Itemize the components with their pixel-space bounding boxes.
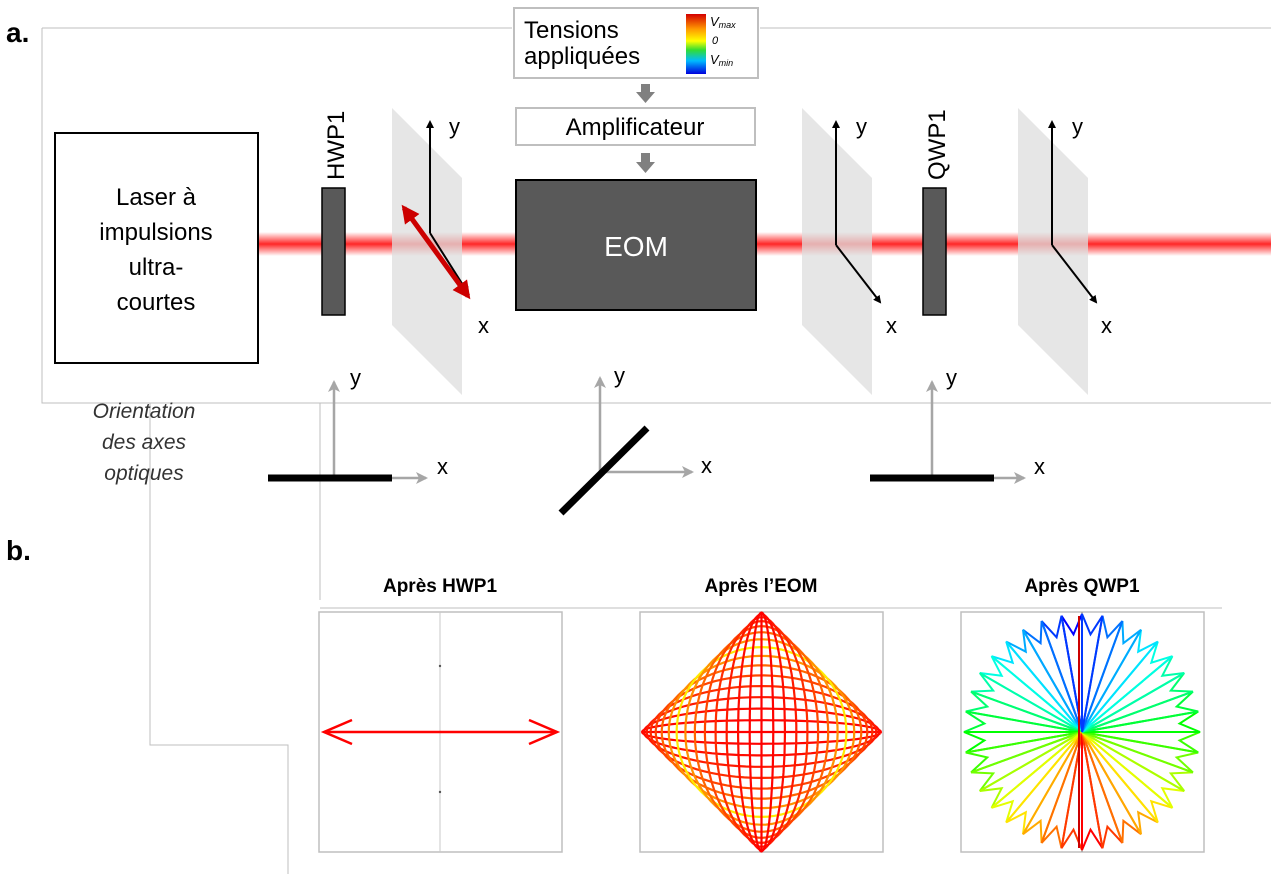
laser-label-line3: ultra- (129, 254, 184, 281)
eom-label: EOM (604, 231, 668, 262)
orientation-line1: Orientation (93, 400, 196, 423)
laser-label-line2: impulsions (99, 219, 212, 246)
plane1-axis-y: y (449, 114, 460, 139)
panel-frame-lines (41, 27, 1271, 874)
eom-optical-axis: y x (558, 363, 712, 516)
polarisation-ellipse (684, 638, 839, 826)
amplifier-label: Amplificateur (566, 114, 705, 141)
eom-axis-y: y (614, 363, 625, 388)
qwp1-optical-axis: y x (870, 365, 1045, 484)
hwp-axis-x: x (437, 454, 448, 479)
hwp1-label: HWP1 (323, 111, 350, 180)
polarisation-ellipse (645, 696, 878, 768)
laser-label-line1: Laser à (116, 184, 197, 211)
polarisation-plane-2: y x (802, 108, 897, 395)
orientation-line3: optiques (104, 462, 184, 485)
voltages-label-line2: appliquées (524, 43, 640, 70)
polarisation-ellipse (675, 645, 848, 819)
laser-label-line4: courtes (117, 289, 196, 316)
plot-after-qwp1 (960, 611, 1205, 853)
plane2-axis-x: x (886, 313, 897, 338)
polarisation-plane-3: y x (1018, 108, 1112, 395)
plot-after-hwp1 (318, 611, 563, 853)
qwp1-waveplate: QWP1 (922, 109, 951, 316)
plane1-axis-x: x (478, 313, 489, 338)
polarisation-plane-1: y x (392, 108, 489, 395)
polarisation-ellipse (714, 619, 809, 845)
polarisation-ellipse (737, 613, 786, 851)
colorbar-vmax: Vmax (710, 14, 736, 30)
orientation-line2: des axes (102, 431, 187, 454)
polarisation-ellipse (640, 719, 883, 745)
voltages-label-line1: Tensions (524, 17, 619, 44)
polarisation-ellipse (649, 684, 874, 780)
applied-voltages-box: Tensions appliquées Vmax 0 Vmin (513, 7, 759, 79)
plot-title-after-qwp1: Après QWP1 (1024, 576, 1140, 597)
qwp-axis-y: y (946, 365, 957, 390)
plot-title-after-hwp1: Après HWP1 (383, 576, 497, 597)
panel-b-label: b. (6, 535, 31, 566)
laser-source: Laser à impulsions ultra- courtes (54, 132, 259, 364)
plane3-axis-x: x (1101, 313, 1112, 338)
signal-flow-arrows (636, 84, 655, 173)
eom-axis-bar (558, 425, 650, 516)
qwp-axis-x: x (1034, 454, 1045, 479)
arrowhead-right (528, 718, 561, 746)
plane3-axis-y: y (1072, 114, 1083, 139)
colorbar-zero: 0 (712, 35, 719, 47)
plane2-axis-y: y (856, 114, 867, 139)
polarisation-ellipse (660, 664, 863, 800)
optical-axes-orientation-label: Orientation des axes optiques (93, 400, 196, 485)
hwp1-waveplate: HWP1 (321, 111, 350, 316)
polarisation-ellipse (642, 707, 881, 757)
amplifier-box: Amplificateur (515, 107, 756, 146)
colorbar-vmin: Vmin (710, 52, 733, 68)
panel-a-label: a. (6, 17, 29, 48)
eom-axis-x: x (701, 453, 712, 478)
arrowhead-left (320, 718, 353, 746)
polarisation-ellipse (725, 616, 798, 848)
eom-modulator: EOM (515, 179, 757, 311)
hwp-axis-y: y (350, 365, 361, 390)
polarisation-ellipse (703, 625, 820, 839)
hwp1-optical-axis: y x (268, 365, 448, 484)
hwp1-polarisation-arrow (401, 204, 471, 300)
qwp1-label: QWP1 (924, 109, 951, 180)
polarisation-star-segment (1081, 613, 1104, 733)
polarisation-ellipse (667, 654, 856, 810)
plot-title-after-eom: Après l’EOM (705, 576, 818, 597)
voltage-colorbar (686, 14, 706, 74)
plot-after-eom (639, 611, 884, 853)
polarisation-ellipse (748, 611, 775, 853)
